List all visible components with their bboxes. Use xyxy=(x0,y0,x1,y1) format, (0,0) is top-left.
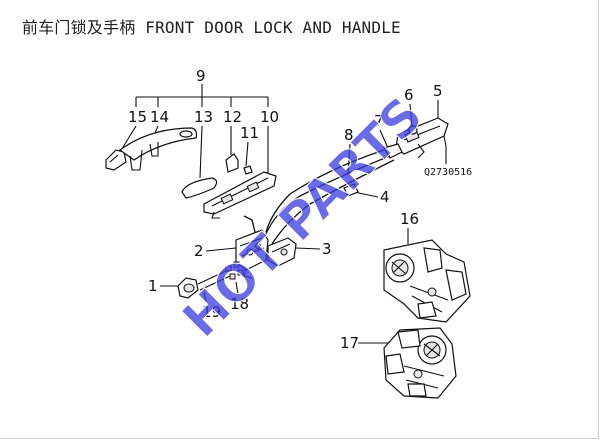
part-12-clip xyxy=(225,153,239,173)
part-18-screws xyxy=(225,261,244,295)
part-7-cylinder-lever xyxy=(383,143,403,159)
callout-4: 4 xyxy=(380,188,390,206)
part-4-rod-clip xyxy=(343,183,359,197)
callout-16: 16 xyxy=(400,210,419,228)
callout-8: 8 xyxy=(344,126,354,144)
callout-11: 11 xyxy=(240,124,259,142)
callout-14: 14 xyxy=(150,108,169,126)
part-17-latch-assembly xyxy=(383,327,457,399)
callout-17: 17 xyxy=(340,334,359,352)
callout-1: 1 xyxy=(148,277,158,295)
callout-10: 10 xyxy=(260,108,279,126)
callout-6: 6 xyxy=(404,86,414,104)
part-3-lock-actuator xyxy=(267,237,297,267)
part-13-handle-pad xyxy=(181,177,218,199)
control-rods xyxy=(243,149,395,245)
part-11-pin xyxy=(243,165,253,175)
callout-9-bracket xyxy=(135,84,269,107)
part-6-lock-cylinder xyxy=(408,125,418,135)
callout-12: 12 xyxy=(223,108,242,126)
callout-7: 7 xyxy=(374,112,384,130)
callout-2: 2 xyxy=(194,242,204,260)
part-10-handle-bracket xyxy=(203,171,277,219)
diagram-title: 前车门锁及手柄 FRONT DOOR LOCK AND HANDLE xyxy=(22,18,401,37)
callout-13: 13 xyxy=(194,108,213,126)
part-15-end-cap xyxy=(105,149,127,171)
callout-5: 5 xyxy=(433,82,443,100)
part-code: Q2730516 xyxy=(424,167,472,178)
callout-9: 9 xyxy=(196,67,206,85)
callout-3: 3 xyxy=(322,240,332,258)
part-14-outer-handle xyxy=(118,127,198,171)
part-2-door-lock xyxy=(235,229,269,279)
part-19-rod xyxy=(197,269,231,303)
callout-18: 18 xyxy=(230,295,249,313)
callout-19: 19 xyxy=(202,303,221,321)
part-1-lock-body xyxy=(177,277,199,299)
part-16-latch-assembly xyxy=(383,239,471,323)
callout-15: 15 xyxy=(128,108,147,126)
